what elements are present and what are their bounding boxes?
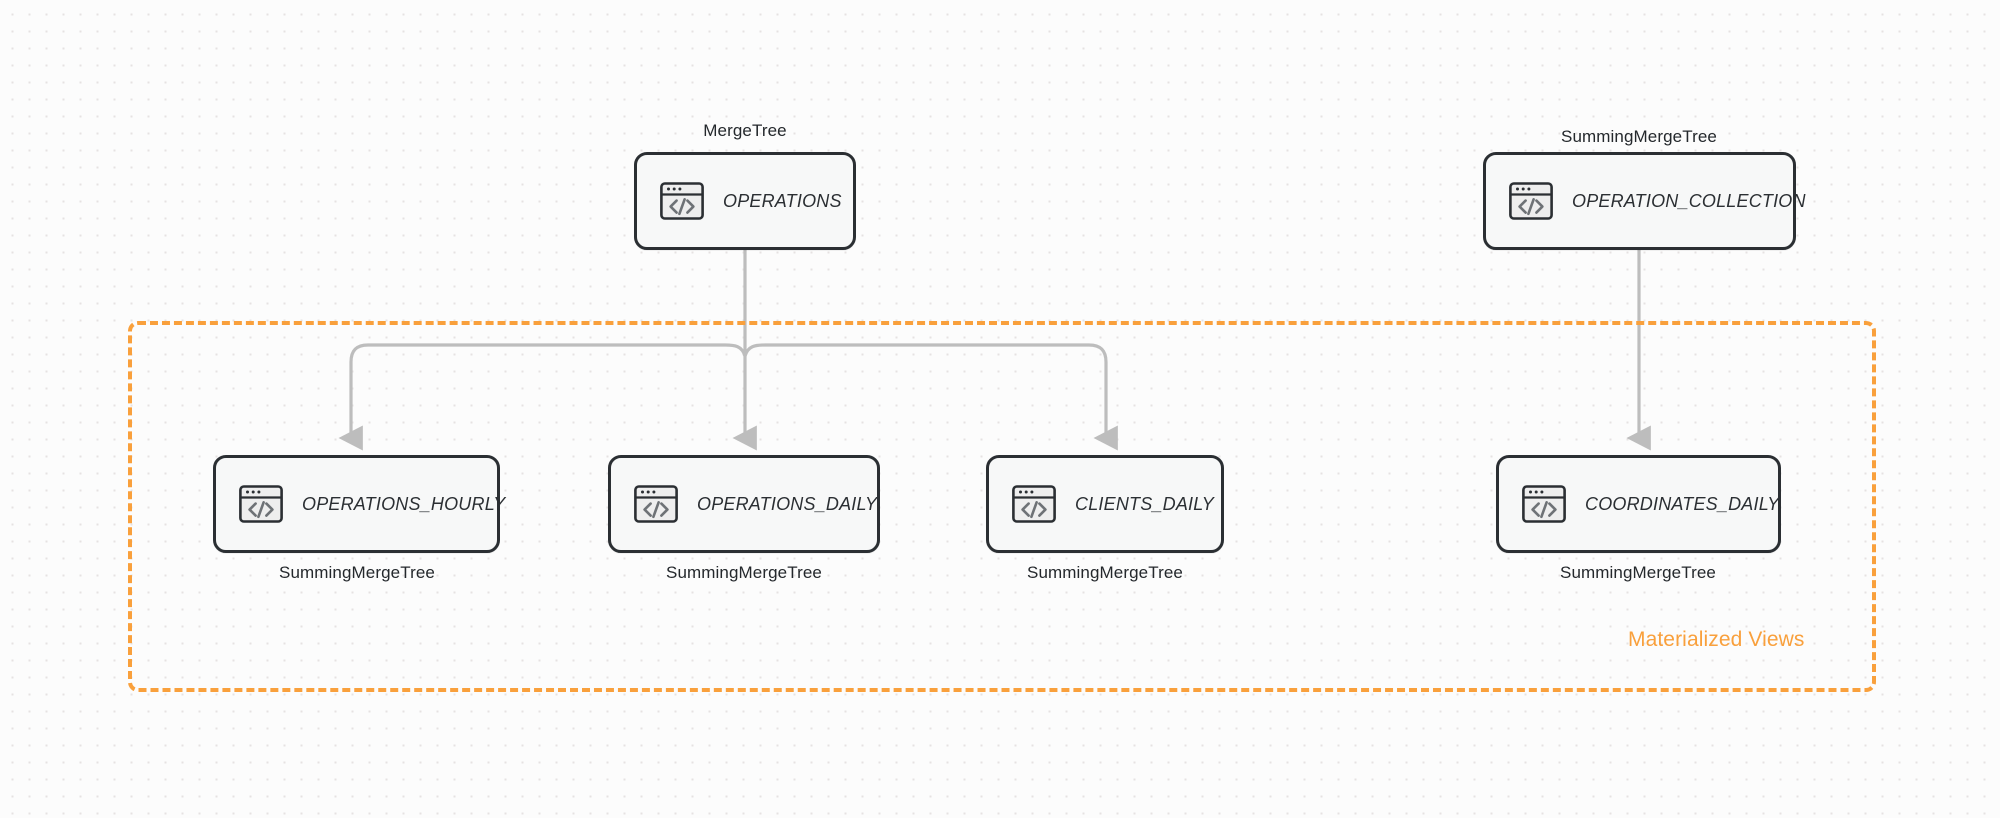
code-window-icon: [634, 485, 678, 523]
node-label-operations: OPERATIONS: [723, 190, 842, 211]
node-operations-daily[interactable]: OPERATIONS_DAILY: [608, 455, 880, 553]
node-clients-daily[interactable]: CLIENTS_DAILY: [986, 455, 1224, 553]
node-label-operation-collection: OPERATION_COLLECTION: [1572, 190, 1806, 211]
node-label-clients-daily: CLIENTS_DAILY: [1075, 493, 1214, 514]
node-operations[interactable]: OPERATIONS: [634, 152, 856, 250]
engine-caption-operations-daily: SummingMergeTree: [666, 563, 822, 582]
engine-caption-operation-collection: SummingMergeTree: [1561, 127, 1717, 146]
code-window-icon: [1522, 485, 1566, 523]
node-operation-collection[interactable]: OPERATION_COLLECTION: [1483, 152, 1806, 250]
node-label-coordinates-daily: COORDINATES_DAILY: [1585, 493, 1780, 514]
materialized-views-group-label: Materialized Views: [1628, 628, 1805, 651]
engine-caption-coordinates-daily: SummingMergeTree: [1560, 563, 1716, 582]
code-window-icon: [660, 182, 704, 220]
node-coordinates-daily[interactable]: COORDINATES_DAILY: [1496, 455, 1781, 553]
code-window-icon: [239, 485, 283, 523]
code-window-icon: [1509, 182, 1553, 220]
materialized-views-group: [128, 321, 1876, 692]
engine-caption-clients-daily: SummingMergeTree: [1027, 563, 1183, 582]
node-label-operations-daily: OPERATIONS_DAILY: [697, 493, 878, 514]
node-operations-hourly[interactable]: OPERATIONS_HOURLY: [213, 455, 505, 553]
engine-caption-operations: MergeTree: [703, 121, 787, 140]
node-label-operations-hourly: OPERATIONS_HOURLY: [302, 493, 506, 514]
code-window-icon: [1012, 485, 1056, 523]
engine-caption-operations-hourly: SummingMergeTree: [279, 563, 435, 582]
